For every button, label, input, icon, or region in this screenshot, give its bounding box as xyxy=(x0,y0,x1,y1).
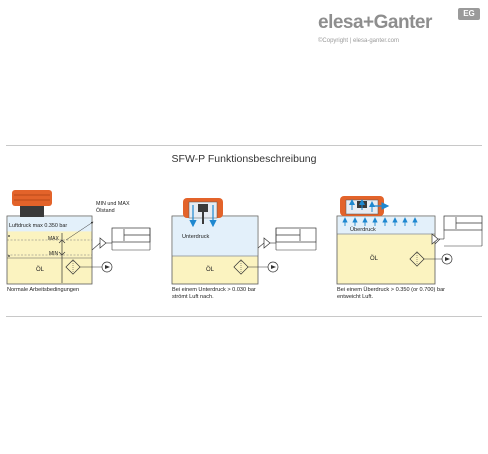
page-title: SFW-P Funktionsbeschreibung xyxy=(171,153,317,165)
oil-label: ÖL xyxy=(206,266,215,273)
brand-logo: elesa+Ganter EG ©Copyright | elesa-gante… xyxy=(318,8,486,48)
caption-vacuum-line2: strömt Luft nach. xyxy=(172,294,214,300)
oil-label: ÖL xyxy=(36,266,45,273)
caption-overpressure-line2: entweicht Luft. xyxy=(337,294,374,300)
min-label: MIN xyxy=(49,251,59,257)
state-label: Unterdruck xyxy=(182,234,210,240)
caption-vacuum: Bei einem Unterdruck > 0.030 bar strömt … xyxy=(172,287,256,301)
breather-cap xyxy=(12,190,52,206)
max-label: MAX xyxy=(48,236,60,242)
caption-vacuum-line1: Bei einem Unterdruck > 0.030 bar xyxy=(172,287,256,293)
breather-stem xyxy=(20,205,44,217)
state-label: Überdruck xyxy=(350,226,376,233)
panel-normal: Luftdruck max 0.350 bar MIN und MAX Ölst… xyxy=(6,190,151,285)
level-label-line2: Ölstand xyxy=(96,207,115,214)
copyright-text: ©Copyright | elesa-ganter.com xyxy=(318,38,400,44)
brand-badge: EG xyxy=(458,8,480,20)
level-leader-line xyxy=(65,221,94,241)
pressure-label: Luftdruck max 0.350 bar xyxy=(9,223,67,229)
air-space xyxy=(7,216,92,232)
brand-name: elesa+Ganter xyxy=(318,12,432,33)
top-divider xyxy=(6,145,482,146)
caption-overpressure-line1: Bei einem Überdruck > 0.350 (or 0.700) b… xyxy=(337,287,446,293)
panel-overpressure: Überdruck ÖL xyxy=(336,196,483,285)
pressure-arrows xyxy=(342,217,418,226)
caption-overpressure: Bei einem Überdruck > 0.350 (or 0.700) b… xyxy=(337,287,445,301)
panel-vacuum: Unterdruck ÖL xyxy=(171,198,317,285)
bottom-divider xyxy=(6,316,482,317)
check-valve-symbol xyxy=(431,233,439,245)
air-space xyxy=(337,216,435,235)
oil-label: ÖL xyxy=(370,255,379,262)
caption-normal: Normale Arbeitsbedingungen xyxy=(7,287,80,293)
level-label-line1: MIN und MAX xyxy=(96,201,130,207)
check-valve-symbol xyxy=(99,237,107,249)
check-valve-symbol xyxy=(263,237,271,249)
